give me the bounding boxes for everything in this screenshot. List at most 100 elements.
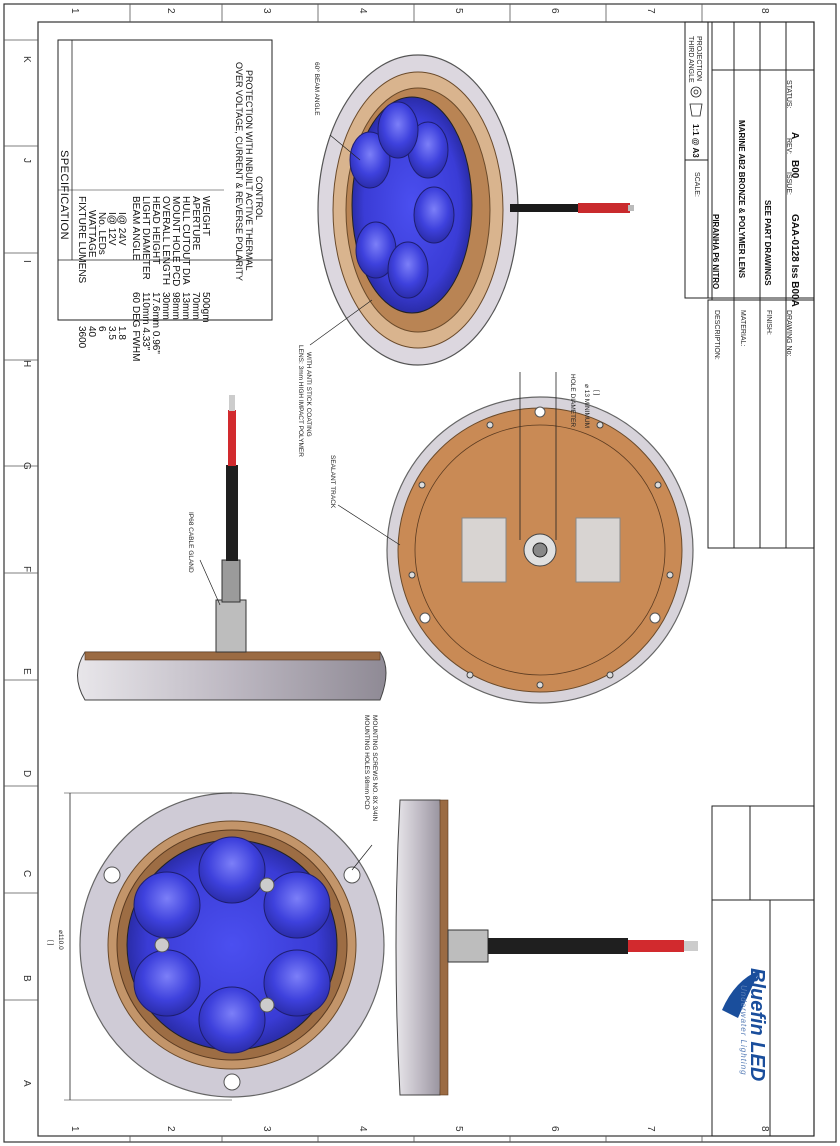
tb-description-value: PIRANHA P6 NITRO [711, 214, 720, 290]
frame-number-1: 1 [69, 8, 80, 14]
spec-note-line-1: OVER VOLTAGE, CURRENT & REVERSE POLARITY [234, 62, 244, 282]
inner-frame [37, 21, 815, 1137]
frame-number-2: 2 [165, 8, 176, 14]
tb-finish-label: FINISH: [765, 310, 772, 335]
spec-value: 3600 [76, 326, 87, 349]
frame-letter-f: F [21, 566, 32, 573]
front-view-leds [64, 792, 385, 1101]
lens-label-line-2: WITH ANTI STICK COATING [305, 352, 312, 437]
spec-value: 70mm [190, 292, 201, 320]
tb-description-label: DESCRIPTION: [713, 310, 720, 360]
frame-number-4-bottom: 4 [357, 1126, 368, 1132]
diameter-bracket: [ ] [47, 940, 54, 946]
bluefin-logo-text: Bluefin LED [746, 968, 768, 1082]
projection-symbol-icon [689, 86, 703, 117]
hole-dia-line-1: ⌀ 13 MINIMUM [583, 384, 590, 428]
frame-letter-b: B [21, 975, 32, 982]
tb-material-label: MATERIAL: [739, 310, 746, 347]
frame-number-3-bottom: 3 [261, 1126, 272, 1132]
frame-number-2-bottom: 2 [165, 1126, 176, 1132]
frame-number-7: 7 [645, 8, 656, 14]
spec-value: 17.6mm 0.96" [150, 292, 161, 354]
frame-letter-a: A [21, 1080, 32, 1087]
frame-ticks [4, 4, 703, 1142]
title-block [684, 21, 815, 1137]
tb-projection-line-2: PROJECTION [695, 36, 702, 82]
frame-letter-g: G [21, 462, 32, 470]
diameter-dimension: ⌀110.0 [57, 930, 64, 950]
frame-number-6-bottom: 6 [549, 1126, 560, 1132]
tb-issue-value: B00 [789, 160, 800, 179]
frame-number-8-bottom: 8 [759, 1126, 770, 1132]
frame-number-1-bottom: 1 [69, 1126, 80, 1132]
spec-value: 60 DEG FWHM [130, 292, 141, 362]
tb-scale-value: 1:1 @ A3 [691, 124, 700, 158]
iso-view-front [317, 54, 634, 366]
frame-number-7-bottom: 7 [645, 1126, 656, 1132]
tb-finish-value: SEE PART DRAWINGS [763, 200, 772, 286]
spec-value: 13mm [180, 292, 191, 320]
tb-material-value: MARINE AB2 BRONZE & POLYMER LENS [737, 120, 746, 279]
lens-label-line-1: LENS: 3mm HIGH IMPACT POLYMER [297, 345, 304, 457]
beam-angle-label: 60° BEAM ANGLE [313, 62, 320, 116]
spec-value: 1.8 [116, 326, 127, 340]
spec-value: 40 [86, 326, 97, 338]
spec-label: I@ 24V [116, 212, 127, 246]
frame-letter-e: E [21, 668, 32, 675]
tb-drawing-no-value: GAA-0128 Iss B00A [789, 214, 800, 307]
mounting-screws-label: MOUNTING SCREWS NO. 8X 3/4IN [371, 715, 378, 822]
spec-value: 98mm [170, 292, 181, 320]
tb-scale-label: SCALE: [693, 172, 700, 197]
frame-number-3: 3 [261, 8, 272, 14]
spec-row-13: WEIGHT 500gm [200, 196, 211, 323]
tb-rev-label: REV: [785, 138, 792, 155]
side-view-gland [77, 395, 387, 701]
side-view-cable [395, 799, 698, 1096]
frame-number-4: 4 [357, 8, 368, 14]
bluefin-logo-mark [722, 970, 760, 1018]
tb-rev-value: A [789, 132, 800, 140]
hole-dia-line-2: HOLE DIAMETER [569, 374, 576, 428]
frame-number-6: 6 [549, 8, 560, 14]
spec-note-line-2: PROTECTION WITH INBUILT ACTIVE THERMAL [244, 70, 254, 271]
frame-letter-c: C [21, 870, 32, 878]
frame-letter-j: J [21, 158, 32, 163]
spec-table-box [57, 39, 273, 321]
frame-number-5-bottom: 5 [453, 1126, 464, 1132]
mounting-holes-label: MOUNTING HOLES 98mm PCD [363, 715, 370, 810]
bluefin-logo-tagline: Underwater Lighting [739, 985, 748, 1076]
spec-row-5: I@ 24V 1.8 [116, 212, 127, 340]
spec-value: 500gm [200, 292, 211, 323]
frame-number-8: 8 [759, 8, 770, 14]
frame-letter-d: D [21, 770, 32, 778]
spec-label: WEIGHT [200, 196, 211, 236]
spec-value: 6 [96, 326, 107, 332]
frame-letter-k: K [21, 56, 32, 63]
hole-dia-bracket: [ ] [593, 390, 600, 396]
frame-letter-i: I [21, 260, 32, 263]
cable-gland-label: IP68 CABLE GLAND [187, 512, 194, 573]
spec-note-line-3: CONTROL [254, 176, 264, 221]
leader-lines [199, 134, 401, 871]
frame-letter-h: H [21, 360, 32, 368]
spec-value: 110mm 4.33" [140, 292, 151, 351]
spec-title: SPECIFICATION [58, 150, 70, 241]
spec-value: 30mm [160, 292, 171, 320]
frame-number-5: 5 [453, 8, 464, 14]
tb-projection-line-1: THIRD ANGLE [687, 36, 694, 83]
sealant-track-label: SEALANT TRACK [329, 455, 336, 509]
tb-drawing-no-label: DRAWING No: [785, 310, 792, 357]
spec-value: 3.5 [106, 326, 117, 340]
